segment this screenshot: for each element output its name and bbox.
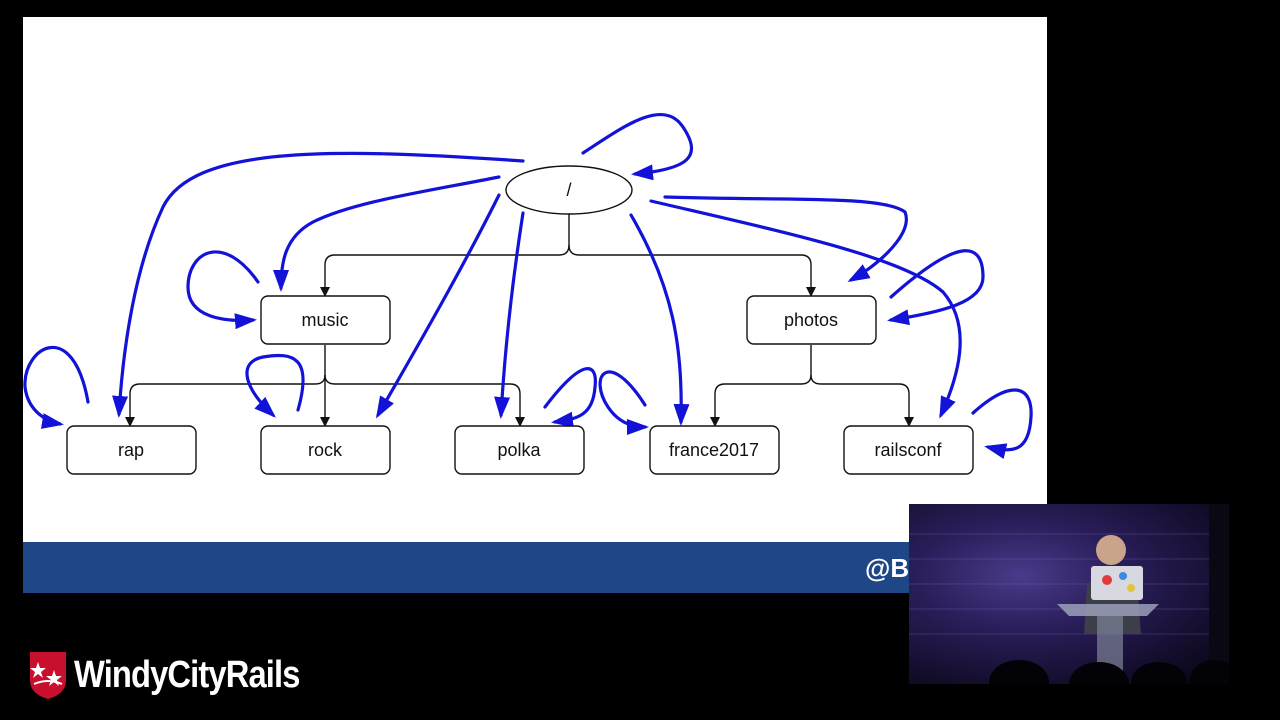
edge-root-photos — [568, 244, 816, 297]
arrow-rap-self — [23, 346, 90, 429]
node-rock: rock — [260, 425, 391, 475]
slide-footer-bar — [23, 542, 1047, 593]
node-polka-label: polka — [497, 440, 541, 460]
node-france2017: france2017 — [649, 425, 780, 475]
node-polka: polka — [454, 425, 585, 475]
node-photos: photos — [746, 295, 877, 345]
blue-arrows — [23, 113, 1033, 459]
arrow-polka-self — [543, 367, 597, 428]
arrow-root-rap — [112, 151, 525, 418]
speaker-scene — [909, 504, 1229, 684]
presentation-slide: / music photos rap rock polka france2017 — [23, 17, 1047, 593]
route-tree-diagram: / music photos rap rock polka france2017 — [23, 113, 1033, 475]
root-node-label: / — [566, 180, 571, 200]
edge-photos-france2017 — [710, 345, 812, 427]
arrow-root-photos — [663, 195, 908, 282]
root-node: / — [505, 165, 633, 215]
logo-wordmark: WindyCityRails — [74, 653, 300, 696]
node-music-label: music — [301, 310, 348, 330]
chicago-flag-shield-icon — [30, 652, 66, 699]
node-music: music — [260, 295, 391, 345]
edge-music-polka — [324, 374, 525, 427]
arrow-root-self — [581, 113, 694, 181]
node-france2017-label: france2017 — [669, 440, 759, 460]
arrow-music-self — [186, 250, 260, 330]
node-rock-label: rock — [308, 440, 343, 460]
arrow-root-polka — [494, 211, 525, 419]
arrow-france2017-self — [598, 370, 649, 435]
arrow-railsconf-self — [971, 388, 1033, 459]
node-railsconf-label: railsconf — [874, 440, 942, 460]
arrow-root-france2017 — [629, 213, 690, 426]
arrow-root-railsconf — [649, 199, 962, 419]
edge-music-rap — [125, 345, 326, 427]
arrow-root-rock — [376, 193, 501, 419]
arrow-rock-self — [245, 353, 305, 418]
twitter-handle: @B — [865, 553, 910, 583]
edge-photos-railsconf — [810, 374, 914, 427]
arrow-photos-self — [887, 249, 985, 326]
speaker-video-feed — [909, 504, 1229, 684]
windycityrails-logo: WindyCityRails — [28, 650, 336, 700]
arrow-root-music — [273, 175, 501, 292]
node-rap: rap — [66, 425, 197, 475]
node-rap-label: rap — [118, 440, 144, 460]
node-photos-label: photos — [784, 310, 838, 330]
tree-connectors — [125, 213, 914, 427]
node-railsconf: railsconf — [843, 425, 974, 475]
edge-root-music — [320, 213, 570, 297]
